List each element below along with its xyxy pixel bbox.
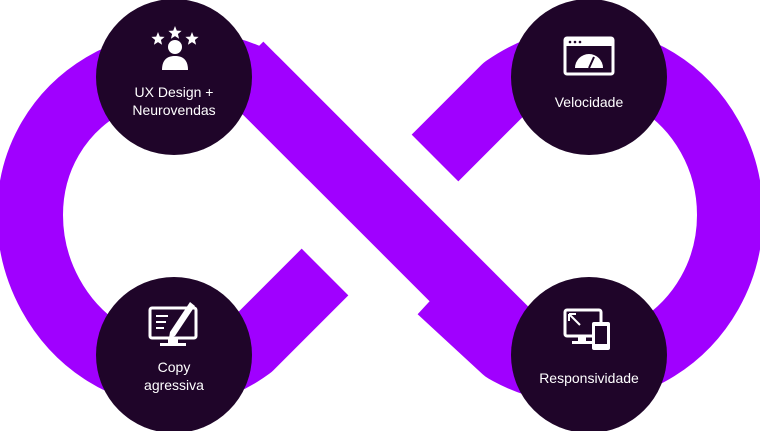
node-ux-design: UX Design + Neurovendas — [96, 0, 252, 155]
browser-speedometer-icon — [563, 36, 615, 76]
node-copy-circle — [96, 277, 252, 431]
node-copy-label-line-2: agressiva — [144, 377, 204, 393]
node-responsividade-label: Responsividade — [539, 370, 639, 386]
monitor-pen-icon — [148, 302, 198, 346]
node-ux-design-label-line-1: UX Design + — [135, 84, 214, 100]
node-copy-label-line-1: Copy — [158, 359, 191, 375]
node-responsividade: Responsividade — [511, 277, 667, 431]
node-ux-design-circle — [96, 0, 252, 155]
responsive-devices-icon — [563, 308, 610, 350]
node-velocidade: Velocidade — [511, 0, 667, 155]
node-velocidade-circle — [511, 0, 667, 155]
node-ux-design-label-line-2: Neurovendas — [132, 102, 215, 118]
node-copy: Copy agressiva — [96, 277, 252, 431]
node-velocidade-label: Velocidade — [555, 94, 624, 110]
node-responsividade-circle — [511, 277, 667, 431]
user-rating-stars-icon — [151, 26, 199, 70]
